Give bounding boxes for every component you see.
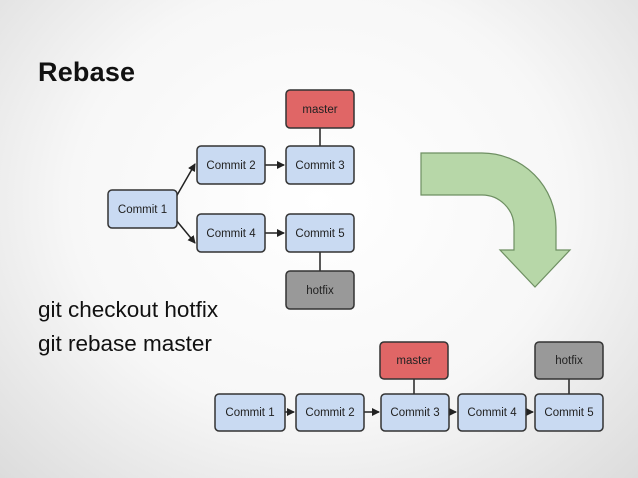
before-commit-1-label: Commit 1 bbox=[118, 204, 167, 216]
edge-commit1-commit4 bbox=[175, 219, 196, 244]
before-node-master: master bbox=[285, 89, 355, 129]
before-edges bbox=[175, 128, 321, 271]
after-hotfix-label: hotfix bbox=[555, 355, 583, 367]
after-node-commit-2: Commit 2 bbox=[295, 393, 365, 432]
after-commit-3-label: Commit 3 bbox=[390, 407, 439, 419]
command-checkout: git checkout hotfix bbox=[38, 297, 219, 322]
slide-title: Rebase bbox=[38, 57, 136, 87]
after-commit-2-label: Commit 2 bbox=[305, 407, 354, 419]
before-node-commit-5: Commit 5 bbox=[285, 213, 355, 253]
before-commit-2-label: Commit 2 bbox=[206, 160, 255, 172]
before-node-commit-1: Commit 1 bbox=[107, 189, 178, 229]
curved-transition-arrow bbox=[420, 152, 572, 288]
after-commit-1-label: Commit 1 bbox=[225, 407, 274, 419]
after-edges bbox=[285, 379, 570, 416]
after-node-commit-5: Commit 5 bbox=[534, 393, 604, 432]
before-commit-4-label: Commit 4 bbox=[206, 228, 256, 240]
after-node-commit-4: Commit 4 bbox=[457, 393, 527, 432]
after-master-label: master bbox=[396, 355, 431, 367]
before-commit-5-label: Commit 5 bbox=[295, 228, 344, 240]
before-node-hotfix: hotfix bbox=[285, 270, 355, 310]
before-hotfix-label: hotfix bbox=[306, 285, 334, 297]
after-commit-4-label: Commit 4 bbox=[467, 407, 517, 419]
after-node-hotfix: hotfix bbox=[534, 341, 604, 380]
before-commit-3-label: Commit 3 bbox=[295, 160, 344, 172]
after-node-commit-3: Commit 3 bbox=[380, 393, 450, 432]
edge-commit1-commit2 bbox=[175, 163, 196, 198]
before-node-commit-4: Commit 4 bbox=[196, 213, 266, 253]
after-commit-5-label: Commit 5 bbox=[544, 407, 593, 419]
before-master-label: master bbox=[302, 104, 337, 116]
after-node-master: master bbox=[379, 341, 449, 380]
before-node-commit-3: Commit 3 bbox=[285, 145, 355, 185]
after-node-commit-1: Commit 1 bbox=[214, 393, 286, 432]
command-rebase: git rebase master bbox=[38, 331, 212, 356]
before-node-commit-2: Commit 2 bbox=[196, 145, 266, 185]
